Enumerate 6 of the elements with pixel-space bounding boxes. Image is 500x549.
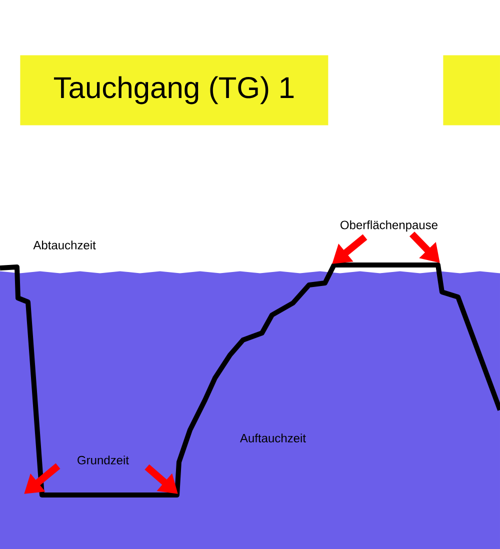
phase-label: Abtauchzeit <box>33 240 96 250</box>
phase-label: Oberflächenpause <box>340 220 438 232</box>
phase-label: Grundzeit <box>78 456 129 464</box>
empty-sign-box <box>443 55 500 126</box>
phase-label: Auftauchzeit <box>240 434 306 442</box>
title-box: Tauchgang (TG) 1 <box>20 55 328 126</box>
